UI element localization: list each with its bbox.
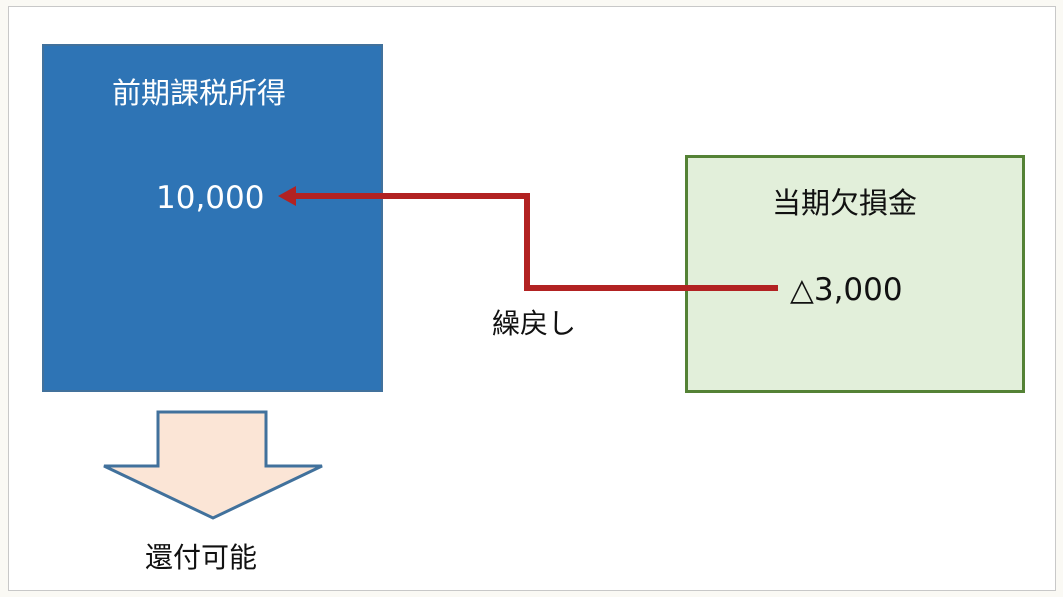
current-loss-title: 当期欠損金 bbox=[772, 186, 918, 220]
prior-income-value: 10,000 bbox=[156, 180, 265, 216]
carryback-arrow bbox=[292, 193, 778, 291]
refund-down-arrow-icon bbox=[103, 410, 323, 520]
carryback-label: 繰戻し bbox=[492, 307, 577, 340]
refund-label: 還付可能 bbox=[145, 541, 258, 574]
current-period-loss-box bbox=[685, 155, 1025, 393]
current-loss-value: △3,000 bbox=[790, 272, 903, 308]
prior-period-taxable-income-box bbox=[42, 44, 383, 392]
prior-income-title: 前期課税所得 bbox=[112, 76, 287, 110]
carryback-arrowhead-icon bbox=[278, 186, 296, 206]
